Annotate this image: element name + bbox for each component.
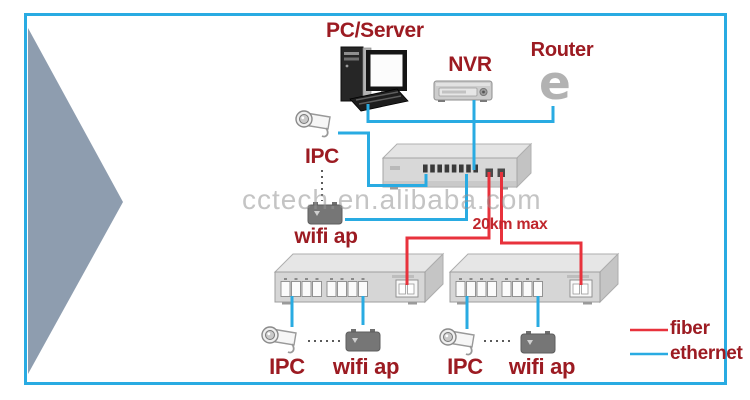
ipc-camera-icon-right xyxy=(439,328,475,356)
ipc-left-label: IPC xyxy=(269,354,305,379)
legend-fiber-label: fiber xyxy=(670,318,710,339)
wifi-ap-mid-label: wifi ap xyxy=(294,225,358,248)
central-switch-icon xyxy=(381,142,533,190)
left-switch-icon xyxy=(273,252,445,305)
fiber-line-right xyxy=(500,172,583,285)
router-label: Router xyxy=(530,39,594,61)
ethernet-line-pc-router xyxy=(366,104,555,123)
right-switch-icon xyxy=(448,252,620,305)
ethernet-line-ipc-switch xyxy=(338,131,428,187)
distance-label: 20km max xyxy=(472,216,548,233)
router-icon: e xyxy=(539,56,571,111)
pc-server-icon xyxy=(340,46,409,112)
fiber-line-left xyxy=(405,172,491,285)
ipc-right-label: IPC xyxy=(447,354,483,379)
ipc-camera-icon-top xyxy=(295,110,331,138)
ipc-camera-icon-left xyxy=(261,326,297,354)
pc-server-label: PC/Server xyxy=(326,19,424,42)
frame-border xyxy=(24,13,727,385)
wifi-ap-icon-mid xyxy=(307,202,343,225)
wifi-ap-left-label: wifi ap xyxy=(332,354,400,379)
ethernet-lines xyxy=(290,100,555,329)
nvr-label: NVR xyxy=(448,53,492,76)
switch-ports xyxy=(423,164,478,173)
legend-ethernet-label: ethernet xyxy=(670,343,743,364)
wifi-ap-right-label: wifi ap xyxy=(508,354,576,379)
wifi-ap-icon-right xyxy=(520,331,556,354)
wireless-dotted-links xyxy=(308,170,514,342)
watermark-text: cctech.en.alibaba.com xyxy=(242,184,542,215)
nvr-icon xyxy=(433,80,493,102)
ipc-top-label: IPC xyxy=(304,145,340,168)
wifi-ap-icon-left xyxy=(345,329,381,352)
fiber-lines xyxy=(405,172,583,285)
ethernet-line-wifiap-switch xyxy=(345,174,468,221)
left-arrow-graphic xyxy=(28,28,123,374)
switch-ports xyxy=(455,278,543,297)
